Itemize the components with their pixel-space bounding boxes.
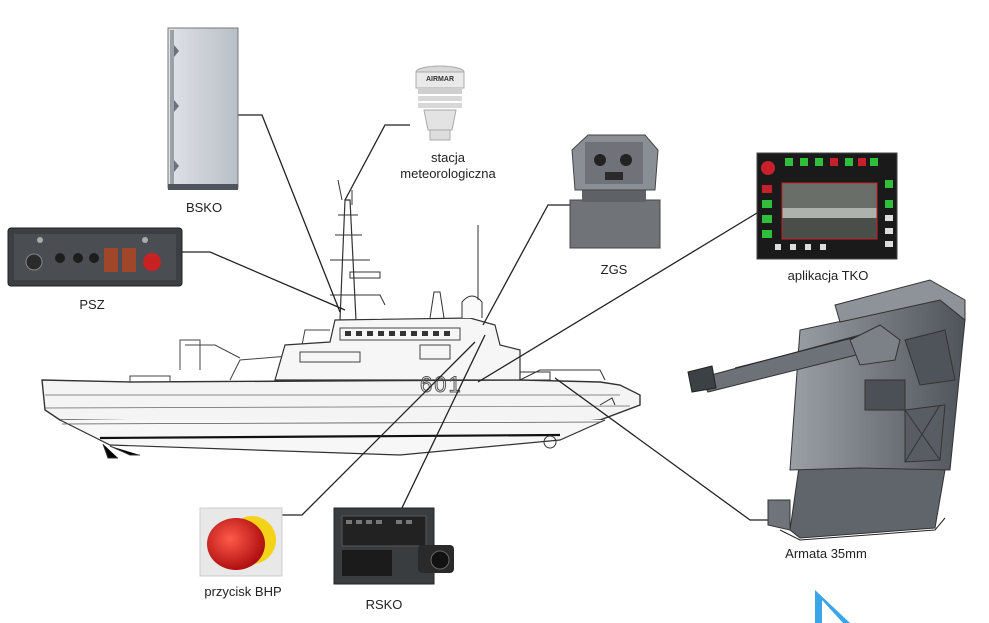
line-bsko [238,114,341,313]
airmar-logo-text: AIRMAR [426,76,454,83]
line-tko [477,212,758,383]
label-rsko: RSKO [365,597,403,612]
label-psz: PSZ [79,297,105,312]
psz-panel [7,227,183,287]
rsko-case [333,507,454,585]
connector-lines [182,114,772,521]
label-zgs: ZGS [600,262,628,277]
label-bsko: BSKO [185,200,223,215]
line-zgs [482,204,570,326]
gun-35mm [687,279,966,541]
label-armata: Armata 35mm [785,546,867,561]
tko-screen [756,152,898,260]
emergency-button [199,507,283,577]
label-stacja-line1: stacja [431,150,465,165]
weather-station-device: AIRMAR [415,65,465,141]
label-przycisk-bhp: przycisk BHP [204,584,282,599]
ship-drawing: 601 [41,179,641,459]
bsko-cabinet [167,27,239,190]
line-stacja [344,124,410,201]
line-rsko [399,334,486,513]
label-stacja-line2: meteorologiczna [400,166,496,181]
line-psz [182,251,346,311]
line-armata [554,377,772,521]
line-przycisk [282,341,476,516]
zgs-gimbal [569,134,661,249]
label-aplikacja-tko: aplikacja TKO [787,268,869,283]
